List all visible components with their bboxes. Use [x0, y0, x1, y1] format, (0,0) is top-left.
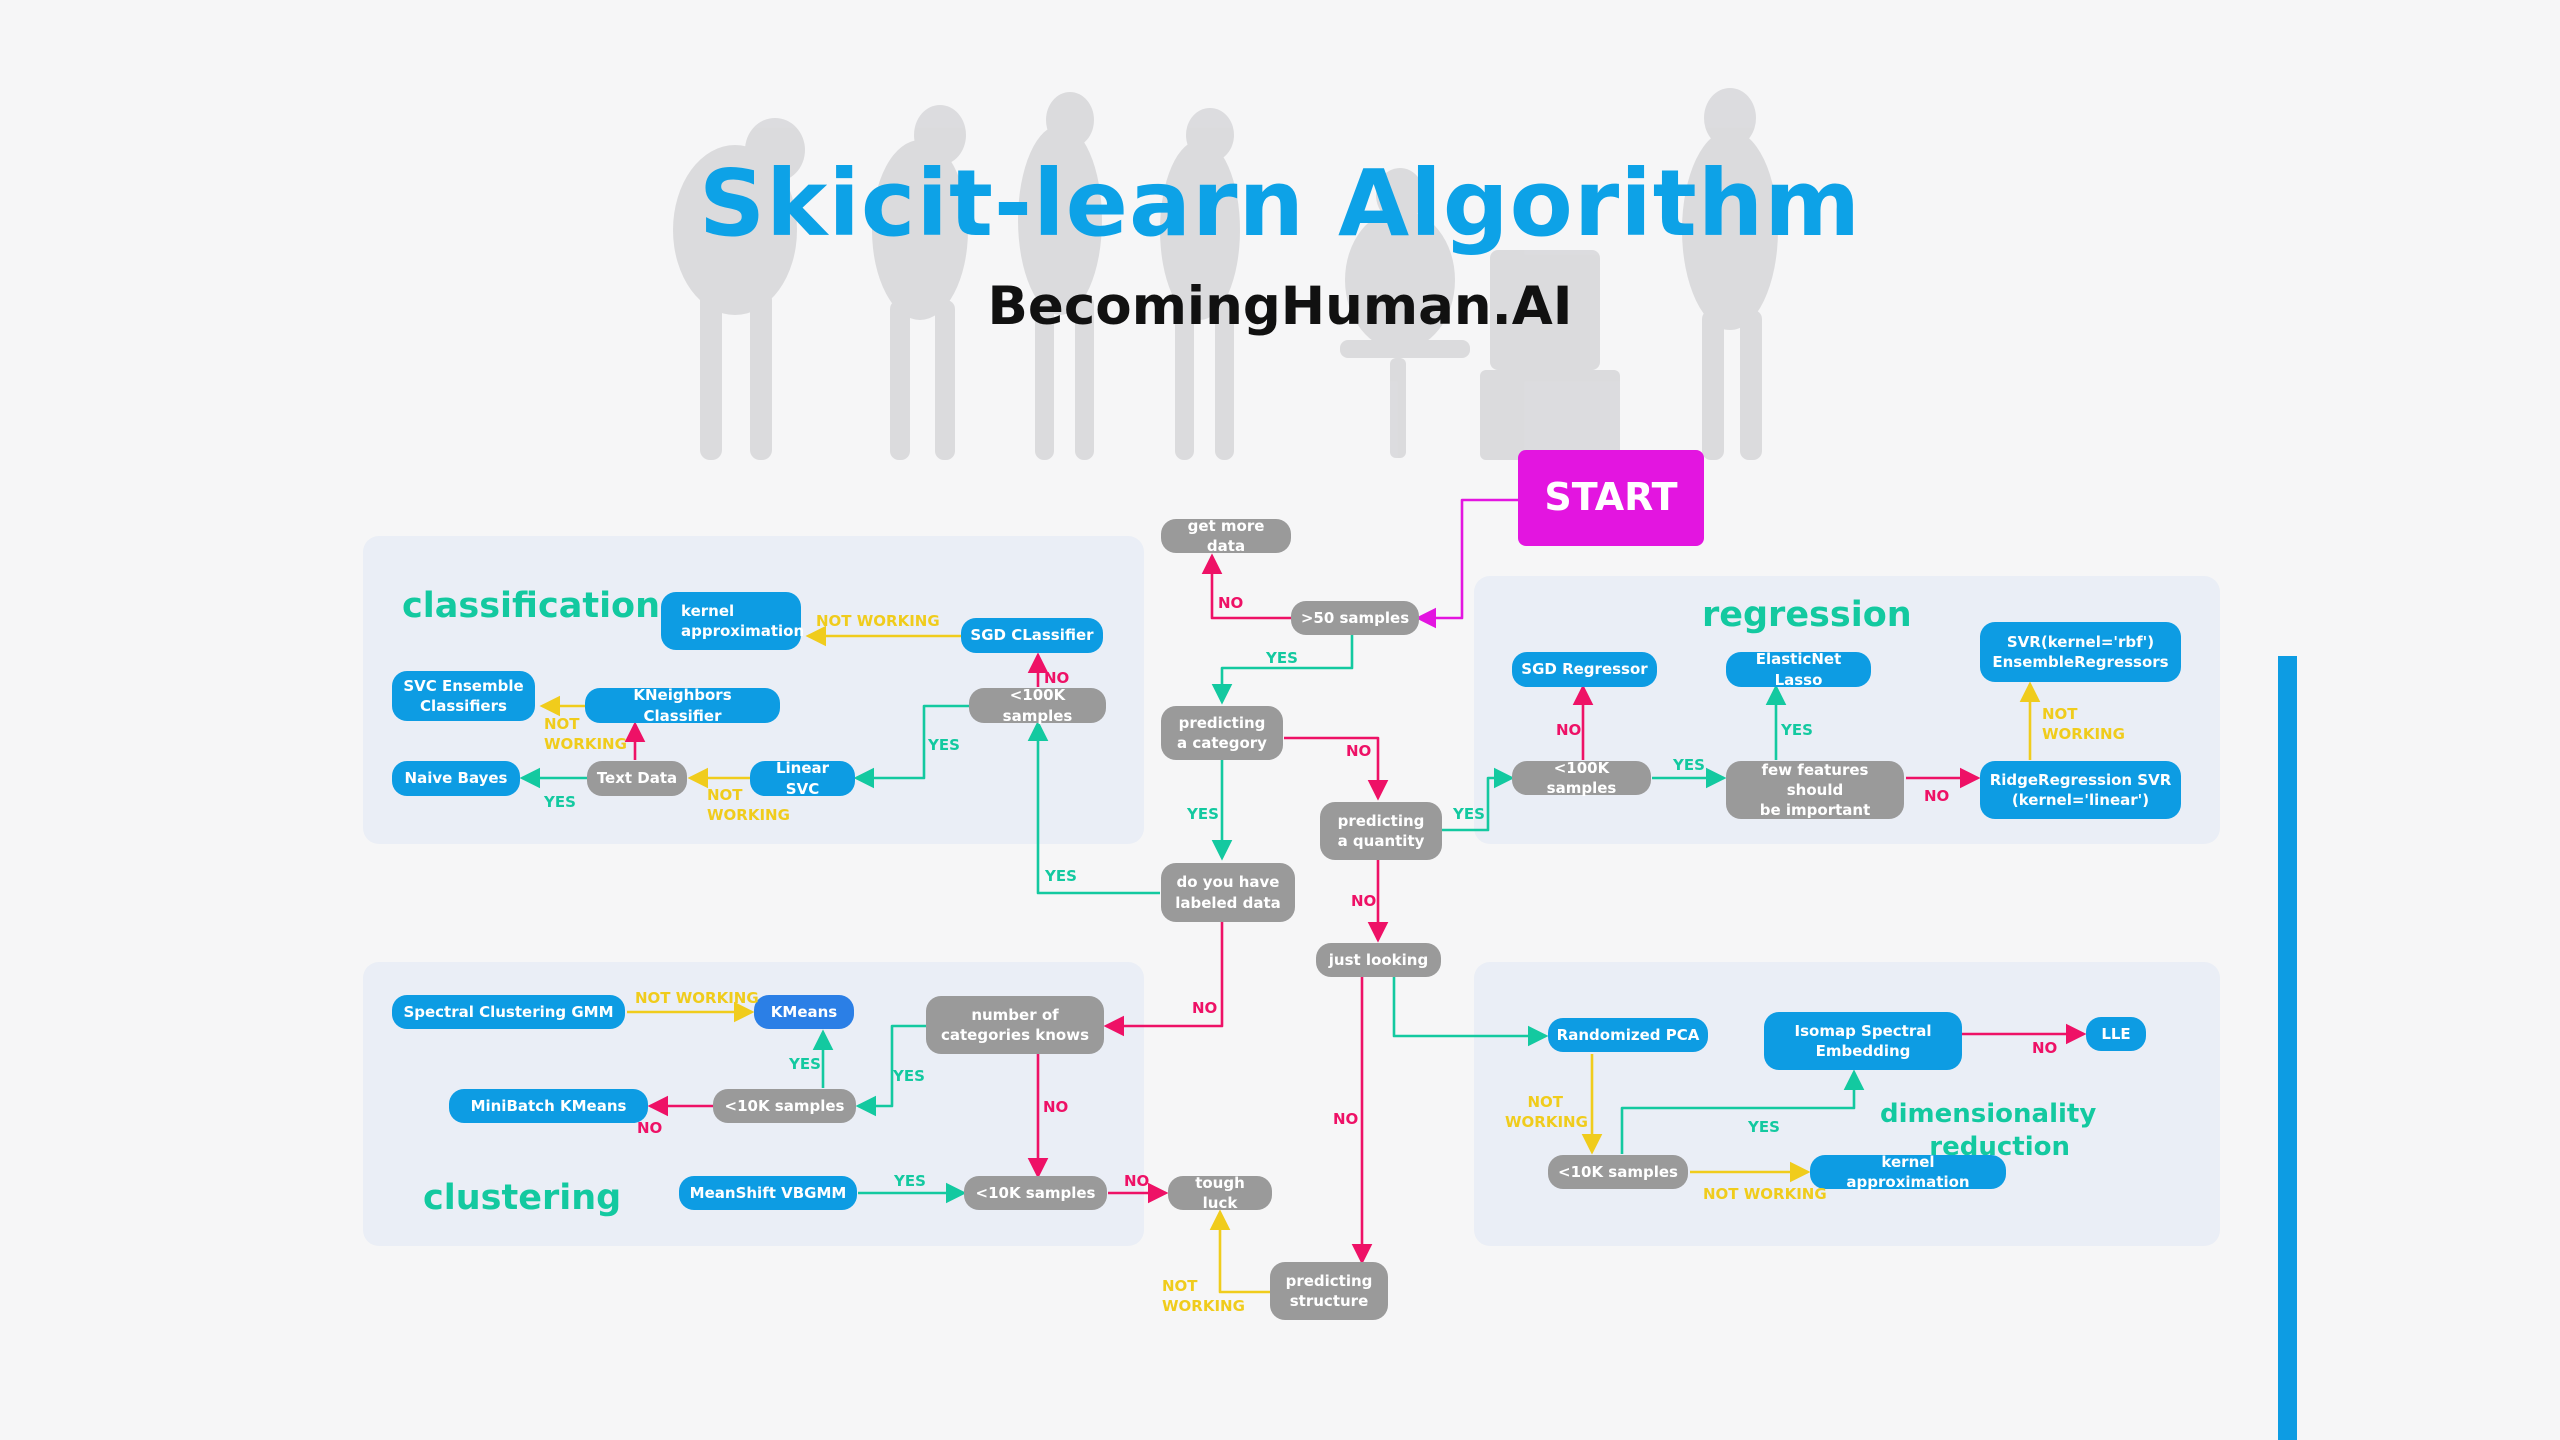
edge-label-yes: YES [1187, 805, 1219, 823]
edge-label-not-working: NOT WORKING [816, 612, 940, 630]
dimensionality-lt10k-node[interactable]: <10K samples [1548, 1155, 1688, 1189]
edge-labeled-yes-cls [1027, 720, 1160, 895]
section-label-dimensionality: dimensionality [1880, 1099, 2097, 1129]
edge-label-not-working: NOT WORKING [635, 989, 759, 1007]
clustering-lt10k-node-2[interactable]: <10K samples [964, 1176, 1107, 1210]
edge-label-no: NO [637, 1119, 663, 1137]
gt50-samples-node[interactable]: >50 samples [1291, 601, 1419, 635]
naive-bayes-node[interactable]: Naive Bayes [392, 761, 520, 796]
edge-numcat-yes-10k [855, 1024, 926, 1117]
linear-svc-node[interactable]: Linear SVC [750, 759, 855, 798]
lle-node[interactable]: LLE [2086, 1017, 2146, 1051]
edge-label-yes: YES [894, 1172, 926, 1190]
edge-label-no: NO [1333, 1110, 1359, 1128]
svr-rbf-ensemble-node[interactable]: SVR(kernel='rbf') EnsembleRegressors [1980, 622, 2181, 682]
kmeans-node[interactable]: KMeans [754, 995, 854, 1029]
just-looking-node[interactable]: just looking [1316, 943, 1441, 977]
spectral-clustering-gmm-node[interactable]: Spectral Clustering GMM [392, 995, 625, 1029]
kneighbors-classifier-node[interactable]: KNeighbors Classifier [585, 686, 780, 725]
edge-cls-yes-linsvc [853, 704, 969, 789]
kernel-approximation-classifier-node[interactable]: kernel approximation [661, 592, 804, 650]
edge-label-yes: YES [544, 793, 576, 811]
edge-50-no-getdata [1201, 553, 1291, 620]
sgd-classifier-node[interactable]: SGD CLassifier [961, 618, 1103, 653]
edge-structure-tough [1209, 1209, 1270, 1294]
edge-label-no: NO [1043, 1098, 1069, 1116]
minibatch-kmeans-node[interactable]: MiniBatch KMeans [449, 1089, 648, 1123]
edge-label-yes: YES [893, 1067, 925, 1085]
evolution-background-illustration [673, 88, 1778, 460]
clustering-lt10k-node[interactable]: <10K samples [713, 1089, 856, 1123]
edge-label-no: NO [1924, 787, 1950, 805]
start-node[interactable]: START [1518, 450, 1704, 546]
right-accent-bar [2278, 656, 2297, 1440]
edge-label-not-working: NOT WORKING [1703, 1185, 1827, 1203]
labeled-data-node[interactable]: do you have labeled data [1161, 863, 1295, 922]
tough-luck-node[interactable]: tough luck [1168, 1174, 1272, 1212]
edge-label-no: NO [1556, 721, 1582, 739]
edge-label-yes: YES [1045, 867, 1077, 885]
isomap-spectral-node[interactable]: Isomap Spectral Embedding [1764, 1012, 1962, 1070]
edge-label-no: NO [1044, 669, 1070, 687]
edge-label-no: NO [1346, 742, 1372, 760]
edge-label-no: NO [1351, 892, 1377, 910]
edge-label-no: NO [2032, 1039, 2058, 1057]
edge-label-no: NO [1192, 999, 1218, 1017]
page-subtitle: BecomingHuman.AI [987, 276, 1573, 337]
predicting-quantity-node[interactable]: predicting a quantity [1320, 802, 1442, 860]
meanshift-vbgmm-node[interactable]: MeanShift VBGMM [679, 1176, 857, 1210]
edge-label-yes: YES [1453, 805, 1485, 823]
edge-labeled-no-numcat [1103, 922, 1224, 1037]
predicting-structure-node[interactable]: predicting structure [1270, 1262, 1388, 1320]
edge-label-not-working: NOT WORKING [1505, 1093, 1588, 1132]
edge-label-not-working: NOT WORKING [2042, 705, 2125, 744]
few-features-node[interactable]: few features should be important [1726, 761, 1904, 819]
edge-label-yes: YES [1673, 756, 1705, 774]
randomized-pca-node[interactable]: Randomized PCA [1548, 1018, 1708, 1052]
sgd-regressor-node[interactable]: SGD Regressor [1512, 652, 1657, 687]
ridge-svr-node[interactable]: RidgeRegression SVR (kernel='linear') [1980, 761, 2181, 819]
edge-label-yes: YES [1781, 721, 1813, 739]
edge-label-not-working: NOT WORKING [544, 715, 627, 754]
edge-dr10k-isomap [1620, 1069, 1865, 1154]
edge-start-to-50 [1415, 498, 1518, 629]
edge-label-no: NO [1124, 1172, 1150, 1190]
edge-looking-pca [1392, 977, 1549, 1047]
edge-label-not-working: NOT WORKING [1162, 1277, 1245, 1316]
edge-50-yes-category [1211, 635, 1354, 705]
predicting-category-node[interactable]: predicting a category [1161, 706, 1283, 760]
regression-lt100k-node[interactable]: <100K samples [1512, 759, 1651, 797]
edge-label-yes: YES [1748, 1118, 1780, 1136]
edge-label-no: NO [1218, 594, 1244, 612]
edge-quantity-yes-reg [1442, 767, 1515, 832]
edge-category-no-quantity [1284, 736, 1389, 801]
edge-label-not-working: NOT WORKING [707, 786, 790, 825]
edge-label-yes: YES [928, 736, 960, 754]
edge-label-yes: YES [789, 1055, 821, 1073]
page-title: Skicit-learn Algorithm [698, 150, 1862, 257]
svc-ensemble-node[interactable]: SVC Ensemble Classifiers [392, 671, 535, 721]
text-data-node[interactable]: Text Data [587, 761, 687, 796]
number-of-categories-node[interactable]: number of categories knows [926, 996, 1104, 1054]
section-label-clustering: clustering [423, 1178, 622, 1218]
section-label-classification: classification [402, 586, 661, 626]
kernel-approximation-dr-node[interactable]: kernel approximation [1810, 1153, 2006, 1191]
section-label-regression: regression [1702, 595, 1912, 635]
dimensionality-reduction-panel [1474, 962, 2220, 1246]
get-more-data-node[interactable]: get more data [1161, 517, 1291, 555]
classification-lt100k-node[interactable]: <100K samples [969, 686, 1106, 725]
elasticnet-lasso-node[interactable]: ElasticNet Lasso [1726, 650, 1871, 689]
edge-label-yes: YES [1266, 649, 1298, 667]
